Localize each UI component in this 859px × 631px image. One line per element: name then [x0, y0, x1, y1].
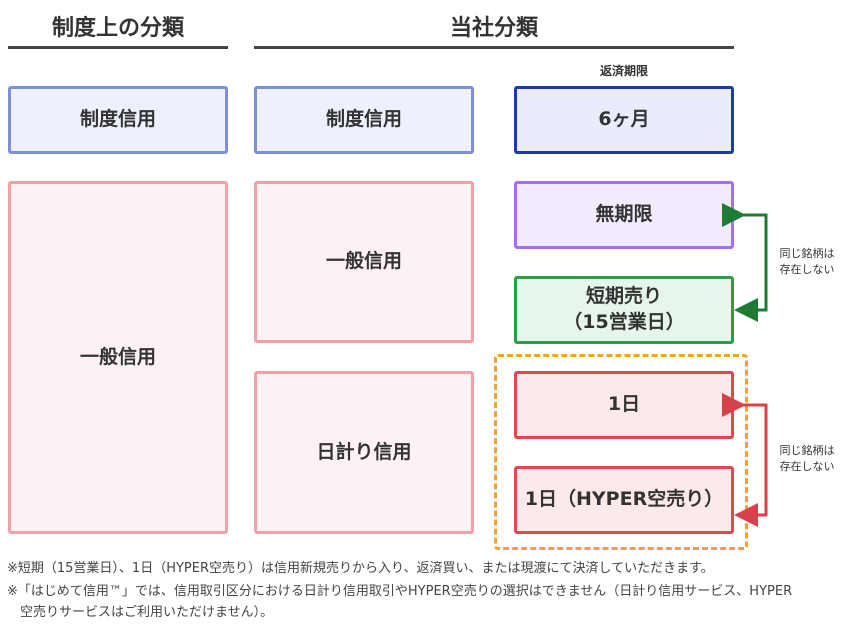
period-one-day-label: 1日 — [607, 393, 641, 416]
period-one-day-hyper-box: 1日（HYPER空売り） — [514, 466, 734, 534]
system-seido-label: 制度信用 — [79, 108, 156, 131]
system-seido-box: 制度信用 — [8, 86, 228, 154]
header-system-underline — [8, 46, 228, 49]
company-seido-label: 制度信用 — [325, 108, 402, 131]
company-hibakari-box: 日計り信用 — [254, 371, 474, 534]
header-repayment-period: 返済期限 — [599, 64, 648, 78]
side-note-top: 同じ銘柄は 存在しない — [779, 247, 835, 276]
green-double-arrow — [722, 203, 768, 322]
red-double-arrow — [722, 393, 768, 527]
period-six-months-box: 6ヶ月 — [514, 86, 734, 154]
footnote-2: ※「はじめて信用™」では、信用取引区分における日計り信用取引やHYPER空売りの… — [7, 584, 793, 599]
period-one-day-box: 1日 — [514, 371, 734, 439]
company-hibakari-label: 日計り信用 — [316, 440, 412, 463]
footnote-3: 空売りサービスはご利用いただけません）。 — [20, 605, 274, 620]
footnote-1: ※短期（15営業日）、1日（HYPER空売り）は信用新規売りから入り、返済買い、… — [7, 561, 714, 576]
system-ippan-label: 一般信用 — [79, 345, 156, 368]
period-unlimited-box: 無期限 — [514, 181, 734, 249]
company-ippan-label: 一般信用 — [325, 250, 402, 273]
period-short-sell-box: 短期売り （15営業日） — [514, 276, 734, 344]
period-one-day-hyper-label: 1日（HYPER空売り） — [524, 488, 724, 511]
header-company-underline — [254, 46, 734, 49]
period-six-months-label: 6ヶ月 — [598, 108, 650, 131]
period-unlimited-label: 無期限 — [595, 203, 653, 226]
header-system-classification: 制度上の分類 — [51, 16, 184, 41]
side-note-bottom: 同じ銘柄は 存在しない — [779, 444, 835, 473]
company-ippan-box: 一般信用 — [254, 181, 474, 343]
system-ippan-box: 一般信用 — [8, 181, 228, 534]
period-short-sell-label: 短期売り （15営業日） — [563, 285, 685, 333]
header-company-classification: 当社分類 — [449, 16, 538, 41]
company-seido-box: 制度信用 — [254, 86, 474, 154]
